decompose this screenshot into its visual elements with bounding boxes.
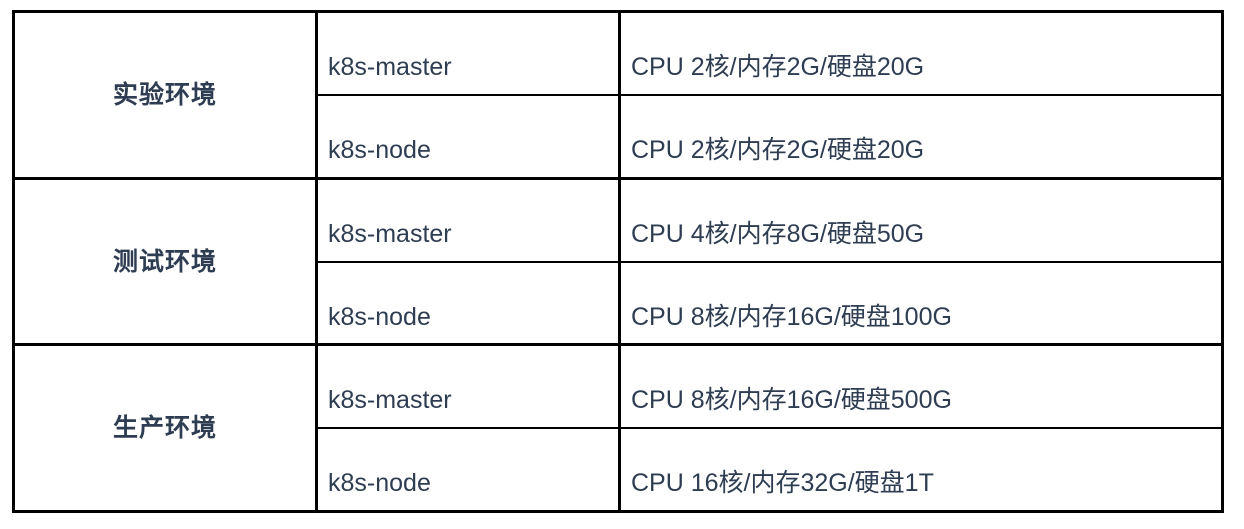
node-role-cell: k8s-node xyxy=(318,429,621,511)
node-role-cell: k8s-node xyxy=(318,262,621,344)
table-row: k8s-node CPU 2核/内存2G/硬盘20G xyxy=(318,95,1221,177)
section-rows: k8s-master CPU 2核/内存2G/硬盘20G k8s-node CP… xyxy=(318,13,1221,177)
node-spec-label: CPU 8核/内存16G/硬盘100G xyxy=(631,302,952,331)
node-role-cell: k8s-master xyxy=(318,13,621,94)
node-role-label: k8s-master xyxy=(328,386,452,415)
node-spec-cell: CPU 2核/内存2G/硬盘20G xyxy=(621,13,1221,94)
node-role-cell: k8s-master xyxy=(318,346,621,428)
table-section-production: 生产环境 k8s-master CPU 8核/内存16G/硬盘500G k8s-… xyxy=(15,346,1221,511)
node-spec-label: CPU 2核/内存2G/硬盘20G xyxy=(631,135,925,164)
node-spec-cell: CPU 8核/内存16G/硬盘100G xyxy=(621,263,1221,344)
table-row: k8s-node CPU 8核/内存16G/硬盘100G xyxy=(318,262,1221,344)
node-spec-cell: CPU 2核/内存2G/硬盘20G xyxy=(621,96,1221,177)
table-section-lab: 实验环境 k8s-master CPU 2核/内存2G/硬盘20G k8s-no… xyxy=(15,13,1221,180)
environment-name-label: 测试环境 xyxy=(112,247,217,276)
node-spec-label: CPU 2核/内存2G/硬盘20G xyxy=(631,53,925,82)
node-role-cell: k8s-node xyxy=(318,95,621,177)
environment-name-label: 实验环境 xyxy=(112,80,217,109)
environment-spec-table: 实验环境 k8s-master CPU 2核/内存2G/硬盘20G k8s-no… xyxy=(12,10,1224,513)
node-spec-label: CPU 8核/内存16G/硬盘500G xyxy=(631,386,952,415)
table-row: k8s-node CPU 16核/内存32G/硬盘1T xyxy=(318,429,1221,511)
node-role-label: k8s-master xyxy=(328,219,452,248)
environment-name-cell: 生产环境 xyxy=(15,346,318,511)
node-role-label: k8s-node xyxy=(328,302,431,331)
environment-name-cell: 测试环境 xyxy=(15,179,318,344)
section-rows: k8s-master CPU 8核/内存16G/硬盘500G k8s-node … xyxy=(318,346,1221,511)
table-row: k8s-master CPU 4核/内存8G/硬盘50G xyxy=(318,179,1221,263)
section-rows: k8s-master CPU 4核/内存8G/硬盘50G k8s-node CP… xyxy=(318,179,1221,344)
table-row: k8s-master CPU 8核/内存16G/硬盘500G xyxy=(318,346,1221,430)
environment-name-label: 生产环境 xyxy=(112,414,217,443)
node-spec-cell: CPU 4核/内存8G/硬盘50G xyxy=(621,180,1221,261)
table-section-test: 测试环境 k8s-master CPU 4核/内存8G/硬盘50G k8s-no… xyxy=(15,179,1221,347)
node-spec-label: CPU 16核/内存32G/硬盘1T xyxy=(631,469,934,498)
node-role-label: k8s-node xyxy=(328,135,431,164)
node-spec-label: CPU 4核/内存8G/硬盘50G xyxy=(631,219,925,248)
environment-name-cell: 实验环境 xyxy=(15,13,318,177)
table-row: k8s-master CPU 2核/内存2G/硬盘20G xyxy=(318,13,1221,96)
node-role-label: k8s-master xyxy=(328,53,452,82)
node-spec-cell: CPU 16核/内存32G/硬盘1T xyxy=(621,429,1221,510)
node-role-cell: k8s-master xyxy=(318,179,621,261)
node-spec-cell: CPU 8核/内存16G/硬盘500G xyxy=(621,346,1221,427)
node-role-label: k8s-node xyxy=(328,469,431,498)
